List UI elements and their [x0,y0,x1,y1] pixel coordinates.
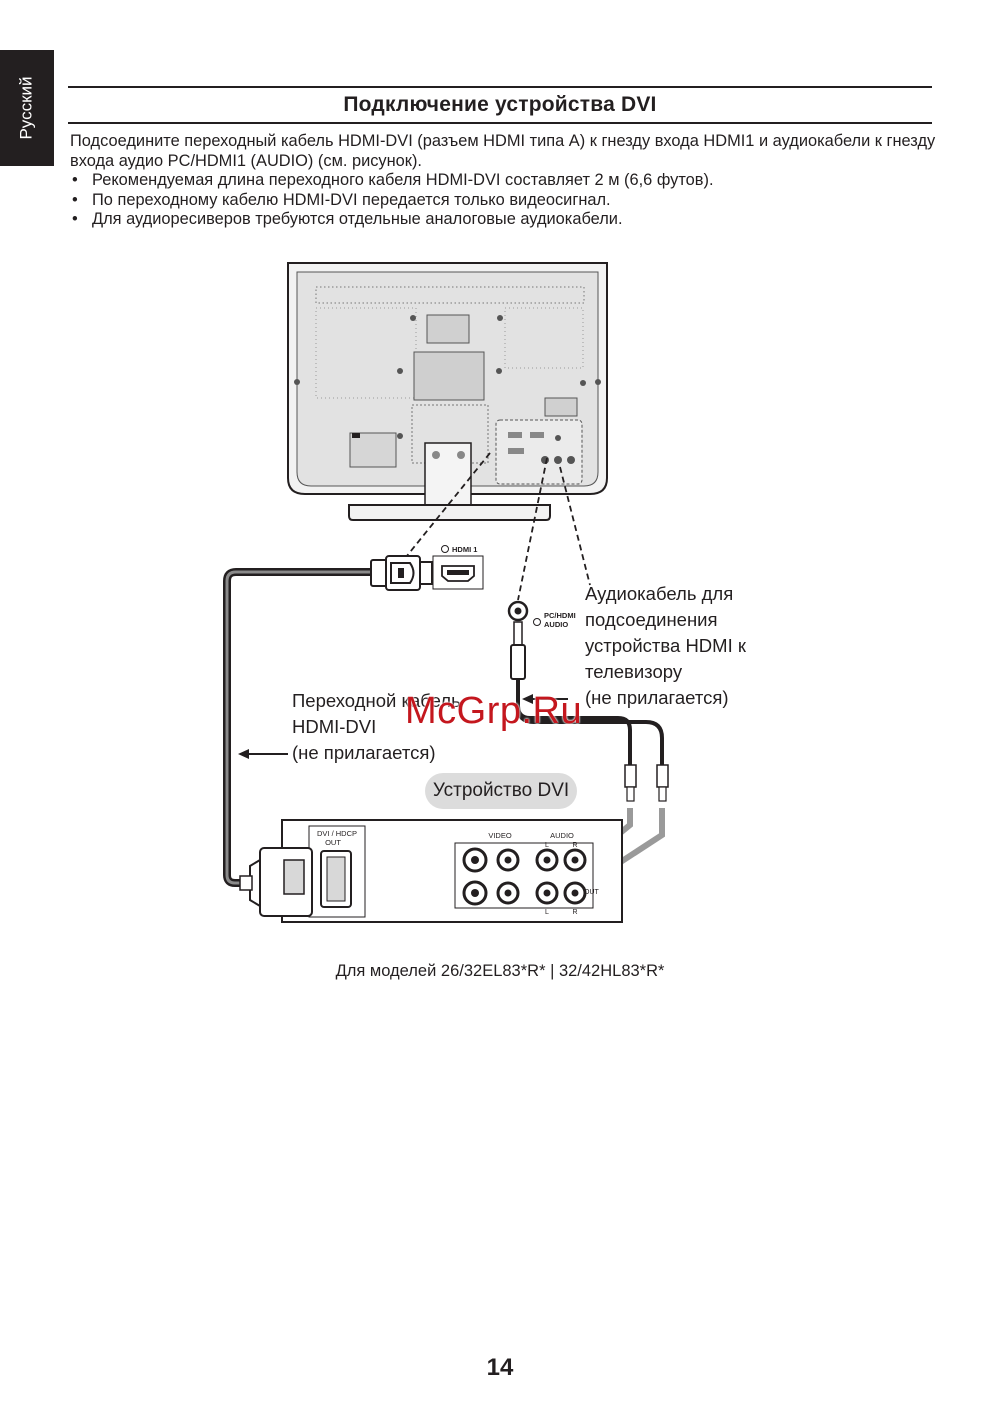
page-number: 14 [486,1354,514,1381]
audio-cable [510,621,669,802]
bullet-item: •Рекомендуемая длина переходного кабеля … [72,171,714,189]
figure-caption: Для моделей 26/32EL83*R* | 32/42HL83*R* [335,962,665,980]
dvi-out-label-2: OUT [325,838,341,847]
header-rule-top [68,86,932,88]
watermark: McGrp.Ru [405,690,583,732]
adapter-cable-label: Переходной кабель HDMI-DVI (не прилагает… [292,690,461,763]
video-label: VIDEO [488,831,512,840]
language-tab: Русский [0,50,54,166]
l-label-bottom: L [545,909,549,916]
dvi-out-label-1: DVI / HDCP [317,829,357,838]
audio-port: PC/HDMI AUDIO [507,600,576,629]
r-label-top: R [572,842,577,849]
header-rule-bottom [68,122,932,124]
l-label-top: L [545,842,549,849]
audio-arrow-icon [522,694,568,704]
hdmi-port-label: HDMI 1 [452,545,477,554]
r-label-bottom: R [572,909,577,916]
page-title: Подключение устройства DVI [343,93,657,116]
bullet-item: •Для аудиоресиверов требуются отдельные … [72,210,623,228]
dvi-device-panel: DVI / HDCP OUT VIDEO AUDIO L R L R OUT [239,819,623,923]
audio-cable-label: Аудиокабель для подсоединения устройства… [585,583,746,708]
bullet-list: •Рекомендуемая длина переходного кабеля … [70,171,940,230]
connection-diagram: HDMI 1 PC/HDMI AUDIO [223,262,669,923]
intro-paragraph: Подсоедините переходный кабель HDMI-DVI … [70,132,936,170]
audio-port-label-2: AUDIO [544,620,568,629]
intro-text: Подсоедините переходный кабель HDMI-DVI … [70,132,940,230]
dvi-device-label: Устройство DVI [425,773,577,809]
hdmi-dvi-cable [223,555,433,887]
out-label: OUT [584,889,600,896]
audio-port-label-1: PC/HDMI [544,611,576,620]
bullet-item: •По переходному кабелю HDMI-DVI передает… [72,190,611,209]
audio-label: AUDIO [550,831,574,840]
tv-back-illustration [287,262,608,521]
cable-arrow-icon [238,749,288,759]
hdmi-port: HDMI 1 [432,545,484,590]
